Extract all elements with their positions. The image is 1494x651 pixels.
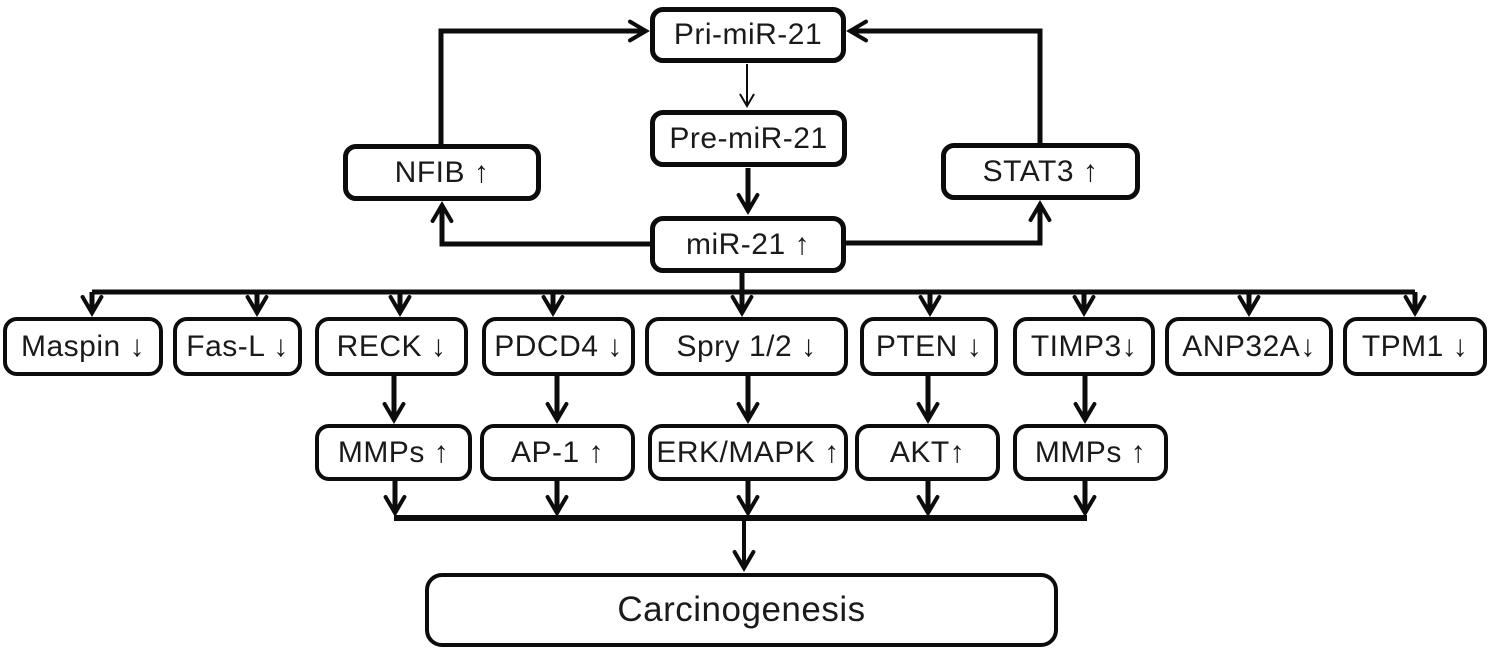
node-erk-mapk: ERK/MAPK ↑	[648, 424, 848, 481]
arrow-stat3-to-pri	[846, 19, 1043, 143]
node-akt: AKT↑	[855, 424, 1000, 481]
node-spry: Spry 1/2 ↓	[645, 317, 848, 376]
node-stat3: STAT3 ↑	[941, 143, 1140, 200]
node-timp3: TIMP3↓	[1013, 317, 1155, 376]
node-pdcd4: PDCD4 ↓	[482, 317, 635, 376]
node-ap1: AP-1 ↑	[480, 424, 635, 481]
node-anp32a: ANP32A↓	[1165, 317, 1333, 376]
node-carcinogenesis: Carcinogenesis	[425, 573, 1058, 647]
node-pten: PTEN ↓	[860, 317, 998, 376]
node-mmps-2: MMPs ↑	[1013, 424, 1168, 481]
node-fasl: Fas-L ↓	[173, 317, 302, 376]
node-pri-mir21: Pri-miR-21	[650, 7, 846, 63]
node-mir21: miR-21 ↑	[650, 216, 846, 273]
node-reck: RECK ↓	[315, 317, 468, 376]
arrow-mir21-to-nfib	[430, 201, 650, 247]
node-nfib: NFIB ↑	[343, 144, 541, 201]
node-mmps-1: MMPs ↑	[315, 424, 472, 481]
node-tpm1: TPM1 ↓	[1343, 317, 1487, 376]
node-pre-mir21: Pre-miR-21	[650, 110, 847, 167]
node-maspin: Maspin ↓	[3, 317, 163, 376]
arrow-nfib-to-pri	[438, 19, 650, 144]
arrow-mir21-to-stat3	[846, 200, 1052, 246]
